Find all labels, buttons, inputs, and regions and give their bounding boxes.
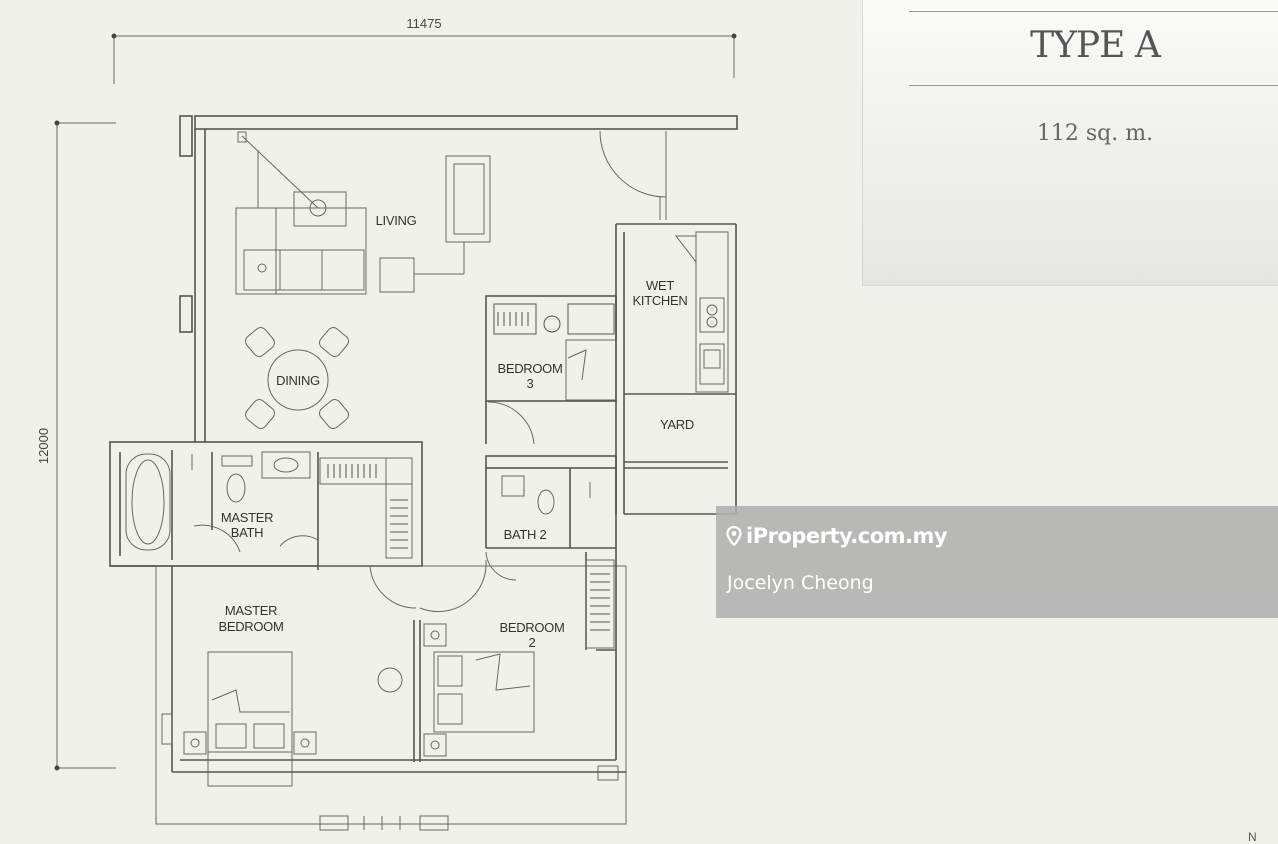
bath-fixtures bbox=[125, 451, 615, 649]
watermark: iProperty.com.my Jocelyn Cheong bbox=[716, 506, 1278, 618]
kitchen-fixtures bbox=[674, 231, 729, 393]
label-bedroom2-1: BEDROOM bbox=[499, 620, 564, 635]
width-dimension-label: 11475 bbox=[406, 16, 441, 31]
label-wet-kitchen-1: WET bbox=[646, 278, 674, 293]
height-dimension: 12000 bbox=[36, 120, 116, 771]
label-wet-kitchen-2: KITCHEN bbox=[633, 293, 688, 308]
unit-type-title: TYPE A bbox=[1030, 25, 1161, 66]
watermark-site: iProperty.com.my bbox=[746, 524, 948, 548]
dining-table bbox=[245, 327, 349, 429]
living-furniture bbox=[235, 131, 491, 295]
card-top-rule bbox=[909, 11, 1278, 12]
label-bedroom3-2: 3 bbox=[527, 376, 534, 391]
label-yard: YARD bbox=[660, 417, 694, 432]
unit-area: 112 sq. m. bbox=[1036, 121, 1154, 146]
label-bedroom3-1: BEDROOM bbox=[497, 361, 562, 376]
height-dimension-label: 12000 bbox=[36, 428, 51, 464]
room-labels: LIVING DINING WET KITCHEN BEDROOM 3 YARD… bbox=[218, 213, 694, 650]
width-dimension: 11475 bbox=[111, 16, 737, 84]
watermark-agent: Jocelyn Cheong bbox=[727, 572, 874, 594]
label-bath2: BATH 2 bbox=[504, 527, 547, 542]
card-mid-rule bbox=[909, 85, 1278, 86]
label-bedroom2-2: 2 bbox=[529, 635, 536, 650]
label-living: LIVING bbox=[376, 213, 417, 228]
label-master-bedroom-2: BEDROOM bbox=[218, 619, 283, 634]
corner-mark: N bbox=[1248, 830, 1257, 844]
watermark-brand: iProperty.com.my bbox=[726, 524, 948, 548]
walls bbox=[109, 115, 738, 825]
label-master-bath-2: BATH bbox=[231, 525, 264, 540]
beds bbox=[161, 339, 619, 831]
location-pin-icon bbox=[726, 526, 742, 546]
label-dining: DINING bbox=[276, 373, 320, 388]
floor-plan: 11475 12000 bbox=[36, 16, 738, 831]
label-master-bath-1: MASTER bbox=[221, 510, 273, 525]
label-master-bedroom-1: MASTER bbox=[225, 603, 277, 618]
wardrobes bbox=[327, 303, 615, 631]
unit-type-card: TYPE A 112 sq. m. bbox=[862, 0, 1278, 286]
doors bbox=[193, 130, 667, 613]
